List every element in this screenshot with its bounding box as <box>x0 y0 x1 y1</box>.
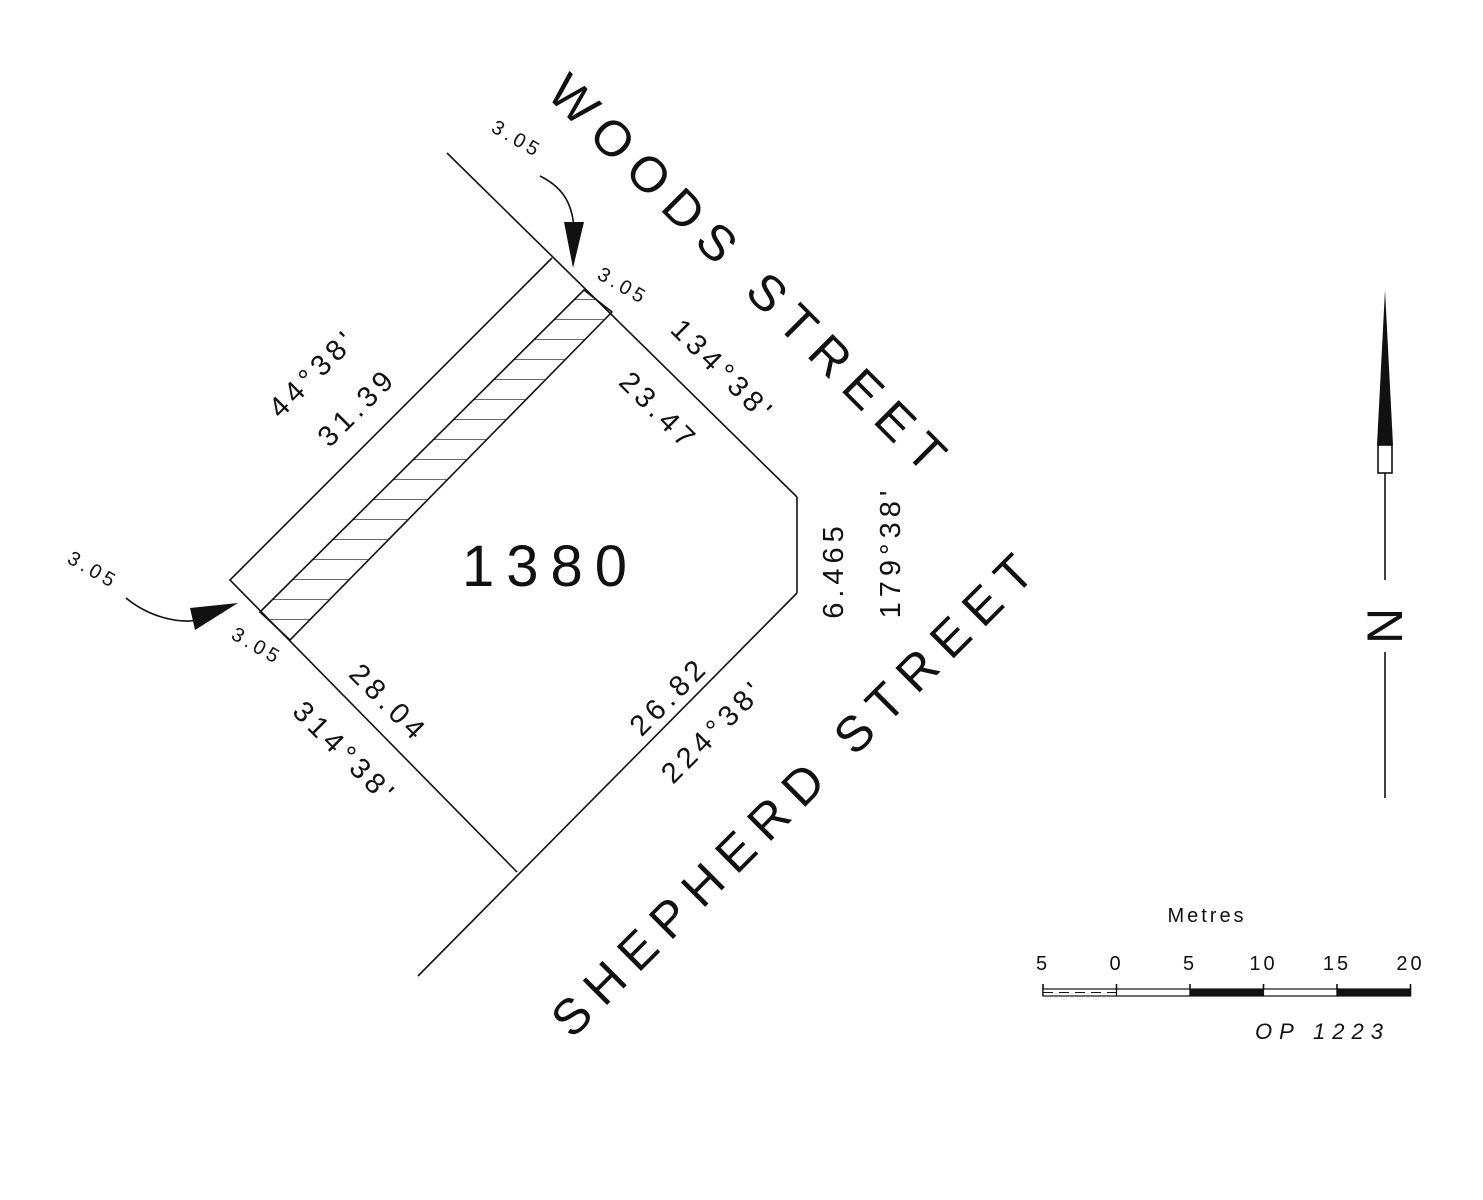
scale-segment-filled <box>1189 988 1265 997</box>
north-arrow-tail <box>1377 444 1393 474</box>
east-bearing: 179°38' <box>875 486 907 619</box>
easement-callout-bottom: 3.05 <box>64 547 123 594</box>
scale-unit-label: Metres <box>1167 905 1246 927</box>
easement-corner-top: 3.05 <box>594 263 653 310</box>
north-arrow-head-icon <box>1377 290 1393 445</box>
scale-tick-label: 10 <box>1249 953 1277 975</box>
arrowhead-bottom-icon <box>190 603 238 630</box>
ne-distance: 23.47 <box>613 366 705 458</box>
east-distance: 6.465 <box>818 521 850 619</box>
scale-segment-filled <box>1336 988 1412 997</box>
lot-boundary <box>228 257 553 873</box>
easement-corner-bottom: 3.05 <box>228 623 287 670</box>
scale-tick-label: 5 <box>1036 953 1050 975</box>
arrowhead-top-icon <box>564 222 584 268</box>
easement-callout-top: 3.05 <box>488 116 547 163</box>
scale-tick-label: 15 <box>1323 953 1351 975</box>
easement-callout-arrow-top <box>539 175 575 229</box>
plan-reference: OP 1223 <box>1255 1019 1390 1044</box>
sw-distance: 28.04 <box>343 658 435 750</box>
woods-street-line <box>446 152 798 498</box>
scale-tick-label: 5 <box>1183 953 1197 975</box>
north-label: N <box>1357 596 1413 644</box>
scale-bar: Metres 5 0 5 10 15 20 <box>1036 905 1424 997</box>
scale-tick-label: 0 <box>1109 953 1123 975</box>
lot-number: 1380 <box>462 534 639 599</box>
scale-tick-label: 20 <box>1396 953 1424 975</box>
shepherd-street-line <box>417 592 798 977</box>
scale-segment-open <box>1262 988 1338 997</box>
shepherd-street-label: SHEPHERD STREET <box>540 535 1053 1048</box>
north-arrow: N <box>1357 290 1413 798</box>
easement-strip <box>258 288 614 642</box>
easement-callout-arrow-bottom <box>125 597 201 622</box>
scale-segment-open <box>1115 988 1191 997</box>
